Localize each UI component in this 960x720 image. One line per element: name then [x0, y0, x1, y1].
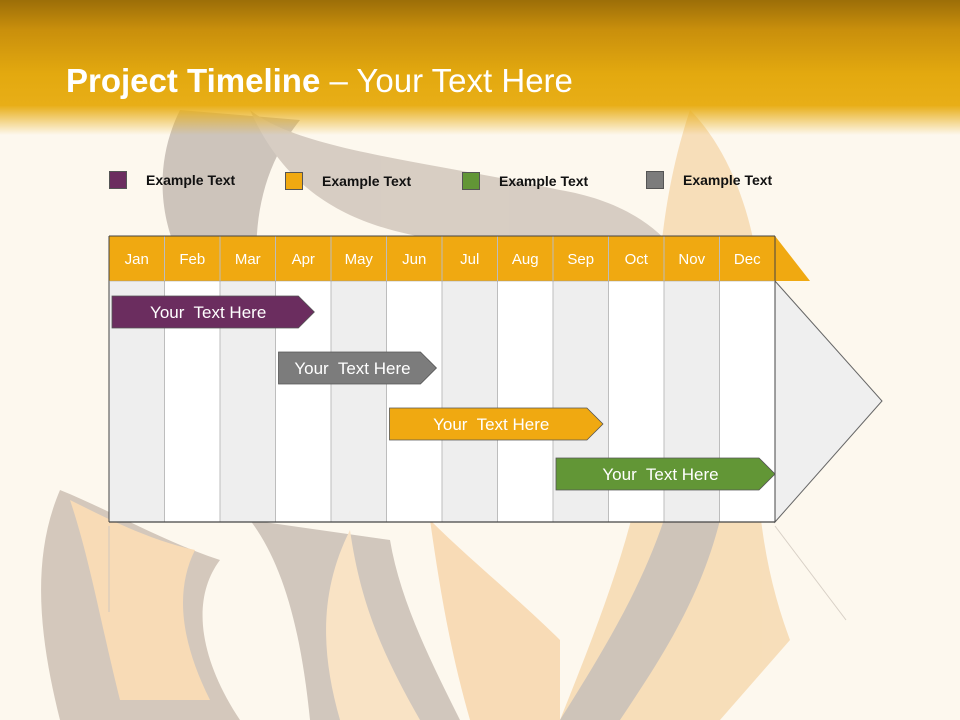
- month-label-mar: Mar: [235, 251, 261, 268]
- month-column-jun: [386, 281, 442, 522]
- legend-label-4: Example Text: [683, 172, 773, 188]
- month-header-cell-nov: [664, 236, 720, 281]
- month-header-cell-jan: [109, 236, 165, 281]
- month-header-cell-feb: [164, 236, 220, 281]
- legend-label-2: Example Text: [322, 173, 412, 189]
- timeline-bar-label-4: Your Text Here: [602, 465, 718, 484]
- month-header-cell-aug: [497, 236, 553, 281]
- timeline-bar-2: [278, 351, 438, 385]
- month-header-cell-oct: [608, 236, 664, 281]
- timeline-bar-4: [555, 457, 776, 491]
- page-title: Project Timeline – Your Text Here: [66, 58, 573, 104]
- timeline-bar-1: [111, 295, 315, 329]
- timeline-arrow-header: [775, 236, 810, 281]
- month-label-dec: Dec: [734, 251, 761, 268]
- page-title-bold: Project Timeline: [66, 62, 321, 99]
- legend-swatch-green: [462, 172, 480, 190]
- timeline-arrow-head: [774, 279, 883, 524]
- timeline-bar-label-2: Your Text Here: [294, 359, 410, 378]
- timeline-bar-label-1: Your Text Here: [150, 303, 266, 322]
- month-label-apr: Apr: [292, 251, 315, 268]
- month-header-cell-mar: [220, 236, 276, 281]
- month-header-cell-jun: [386, 236, 442, 281]
- month-label-oct: Oct: [625, 251, 649, 268]
- month-label-sep: Sep: [567, 251, 594, 268]
- month-header-cell-may: [331, 236, 387, 281]
- month-header-cell-sep: [553, 236, 609, 281]
- month-header-cell-apr: [275, 236, 331, 281]
- month-column-jul: [442, 281, 498, 522]
- month-label-nov: Nov: [678, 251, 705, 268]
- month-label-feb: Feb: [179, 251, 205, 268]
- month-label-jul: Jul: [460, 251, 479, 268]
- legend-swatch-purple: [109, 171, 127, 189]
- title-banner: [0, 0, 960, 135]
- month-label-aug: Aug: [512, 251, 539, 268]
- legend-label-3: Example Text: [499, 173, 589, 189]
- legend-swatch-gray: [646, 171, 664, 189]
- page-title-subtitle: – Your Text Here: [320, 62, 573, 99]
- month-label-jun: Jun: [402, 251, 426, 268]
- timeline-bar-3: [389, 407, 604, 441]
- month-label-may: May: [345, 251, 374, 268]
- month-column-aug: [497, 281, 553, 522]
- legend-swatch-orange: [285, 172, 303, 190]
- timeline-bar-label-3: Your Text Here: [433, 415, 549, 434]
- legend-label-1: Example Text: [146, 172, 236, 188]
- month-header-cell-dec: [719, 236, 775, 281]
- month-column-may: [331, 281, 387, 522]
- month-label-jan: Jan: [125, 251, 149, 268]
- month-header-cell-jul: [442, 236, 498, 281]
- reflection-arrow-edge: [774, 525, 847, 621]
